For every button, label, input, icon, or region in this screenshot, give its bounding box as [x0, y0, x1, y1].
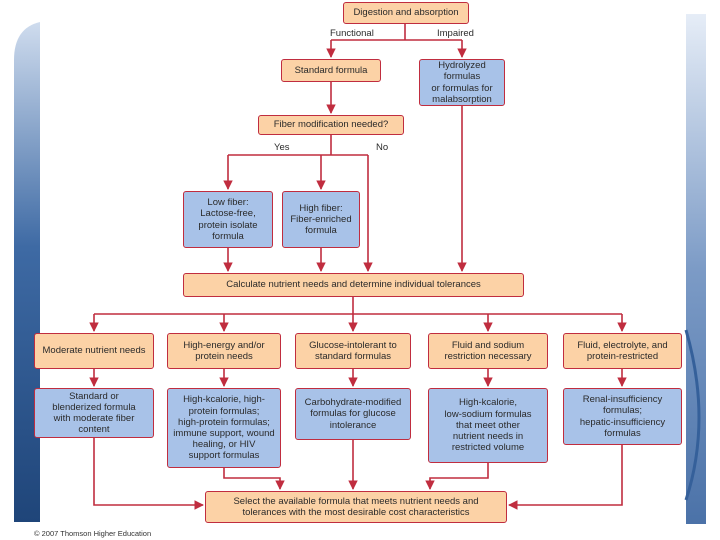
node-fluid-sodium-restriction: Fluid and sodium restriction necessary [428, 333, 548, 369]
node-low-fiber: Low fiber: Lactose-free, protein isolate… [183, 191, 273, 248]
node-select-formula: Select the available formula that meets … [205, 491, 507, 523]
copyright-footer: © 2007 Thomson Higher Education [34, 529, 152, 538]
node-carbohydrate-modified-formulas: Carbohydrate-modified formulas for gluco… [295, 388, 411, 440]
node-moderate-nutrient-needs: Moderate nutrient needs [34, 333, 154, 369]
right-arc-decoration [684, 329, 701, 501]
node-hydrolyzed-formulas: Hydrolyzed formulas or formulas for mala… [419, 59, 505, 106]
node-standard-blenderized-formula: Standard or blenderized formula with mod… [34, 388, 154, 438]
node-fiber-modification-question: Fiber modification needed? [258, 115, 404, 135]
node-fluid-electrolyte-protein: Fluid, electrolyte, and protein-restrict… [563, 333, 682, 369]
node-standard-formula: Standard formula [281, 59, 381, 82]
right-blue-band [686, 14, 706, 524]
node-calculate-nutrient-needs: Calculate nutrient needs and determine i… [183, 273, 524, 297]
left-blue-band [14, 22, 40, 522]
branch-label-yes: Yes [274, 142, 290, 153]
node-renal-hepatic-formulas: Renal-insufficiency formulas; hepatic-in… [563, 388, 682, 445]
branch-label-impaired: Impaired [437, 28, 474, 39]
node-high-energy-protein: High-energy and/or protein needs [167, 333, 281, 369]
node-glucose-intolerant: Glucose-intolerant to standard formulas [295, 333, 411, 369]
node-high-kcalorie-protein-formulas: High-kcalorie, high- protein formulas; h… [167, 388, 281, 468]
branch-label-no: No [376, 142, 389, 153]
node-digestion-absorption: Digestion and absorption [343, 2, 469, 24]
node-high-kcalorie-low-sodium: High-kcalorie, low-sodium formulas that … [428, 388, 548, 463]
node-high-fiber: High fiber: Fiber-enriched formula [282, 191, 360, 248]
branch-label-functional: Functional [330, 28, 374, 39]
